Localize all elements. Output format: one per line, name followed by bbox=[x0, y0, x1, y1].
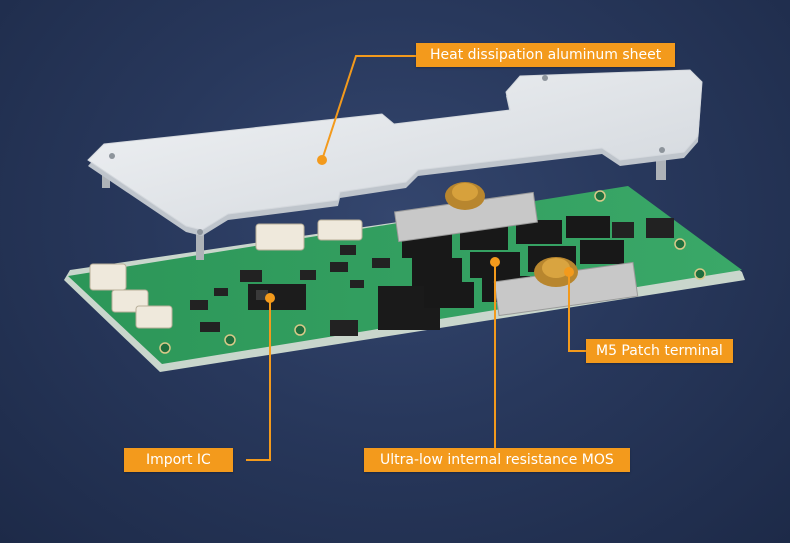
callout-dots bbox=[265, 155, 574, 303]
m5-terminals bbox=[445, 182, 578, 287]
callout-heat-sheet: Heat dissipation aluminum sheet bbox=[416, 43, 676, 67]
callout-import-ic: Import IC bbox=[124, 448, 233, 472]
callout-mos: Ultra-low internal resistance MOS bbox=[364, 448, 630, 472]
smd-components bbox=[190, 218, 674, 336]
leader-lines bbox=[246, 55, 586, 461]
connectors bbox=[89, 219, 363, 329]
import-ic-chip bbox=[248, 284, 306, 310]
aluminum-heat-sheet bbox=[87, 69, 703, 236]
callout-m5-terminal: M5 Patch terminal bbox=[586, 339, 733, 363]
